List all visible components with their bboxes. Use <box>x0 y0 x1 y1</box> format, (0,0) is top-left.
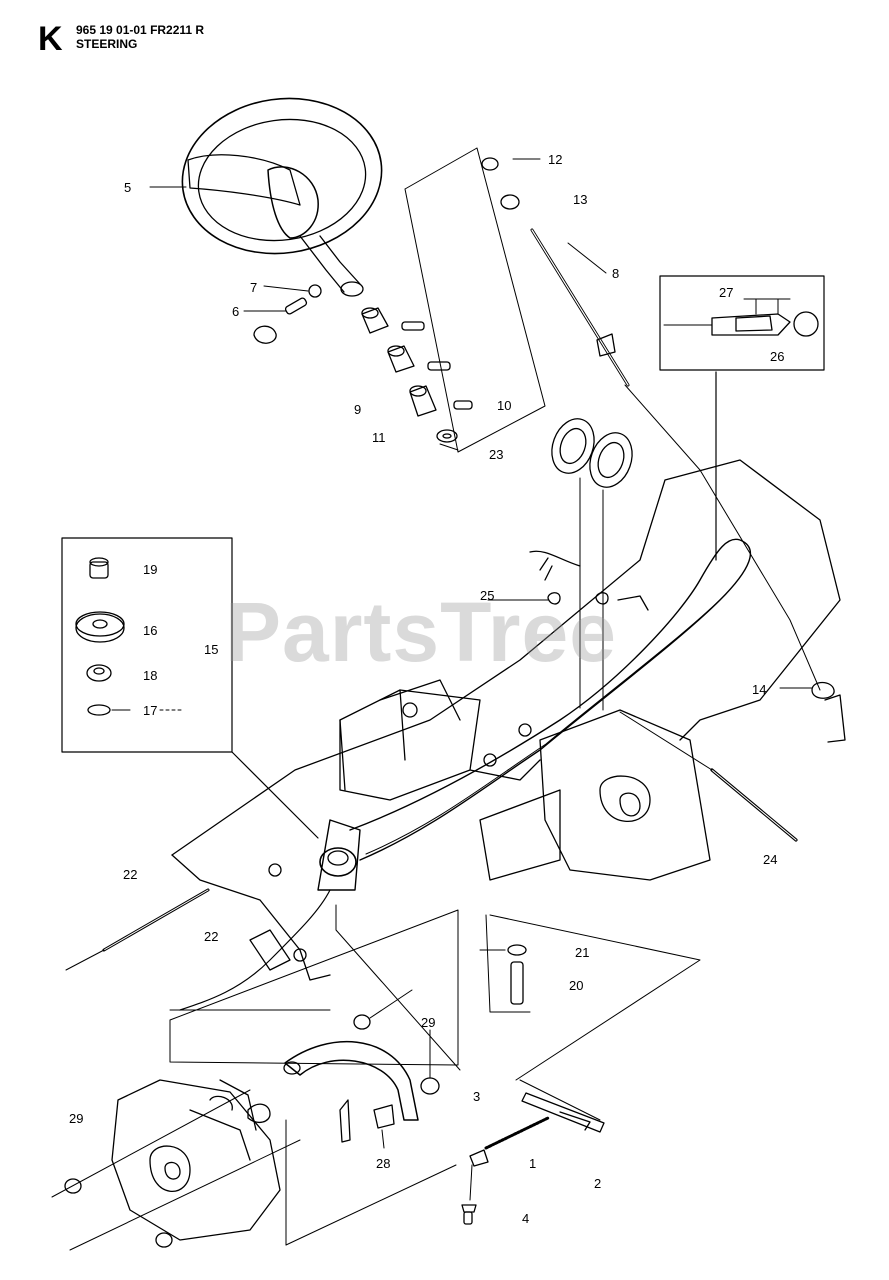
leader-lines <box>479 599 549 951</box>
callout-10[interactable]: 10 <box>497 398 512 413</box>
callout-6[interactable]: 6 <box>232 304 240 319</box>
callout-12[interactable]: 12 <box>548 152 563 167</box>
model-code: 965 19 01-01 FR2211 R <box>76 23 205 37</box>
callout-23[interactable]: 23 <box>489 447 504 462</box>
callout-19[interactable]: 19 <box>143 562 158 577</box>
callout-18[interactable]: 18 <box>143 668 158 683</box>
callout-28[interactable]: 28 <box>376 1156 391 1171</box>
column-hardware <box>243 284 473 451</box>
lower-assembly-box <box>169 904 701 1121</box>
pulleys <box>547 418 633 711</box>
callout-16[interactable]: 16 <box>143 623 158 638</box>
transaxle <box>51 1079 301 1251</box>
callout-22-lower[interactable]: 22 <box>204 929 219 944</box>
callout-14[interactable]: 14 <box>752 682 767 697</box>
callout-15[interactable]: 15 <box>204 642 219 657</box>
inset-cable-end <box>659 275 825 561</box>
callout-13[interactable]: 13 <box>573 192 588 207</box>
callout-5[interactable]: 5 <box>124 180 132 195</box>
callout-7[interactable]: 7 <box>250 280 258 295</box>
callout-25[interactable]: 25 <box>480 588 495 603</box>
section-letter: K <box>38 20 63 58</box>
steering-wheel <box>149 97 383 297</box>
callout-27[interactable]: 27 <box>719 285 734 300</box>
section-title: STEERING <box>76 37 138 51</box>
callout-21[interactable]: 21 <box>575 945 590 960</box>
callout-3[interactable]: 3 <box>473 1089 481 1104</box>
callout-9[interactable]: 9 <box>354 402 362 417</box>
callout-17[interactable]: 17 <box>143 703 158 718</box>
watermark: PartsTree <box>225 585 617 679</box>
callout-26[interactable]: 26 <box>770 349 785 364</box>
callout-4[interactable]: 4 <box>522 1211 530 1226</box>
chassis-frame <box>171 459 846 981</box>
linkage-rod <box>461 1092 605 1225</box>
callout-29-right[interactable]: 29 <box>421 1015 436 1030</box>
callout-2[interactable]: 2 <box>594 1176 602 1191</box>
callout-8[interactable]: 8 <box>612 266 620 281</box>
callout-24[interactable]: 24 <box>763 852 778 867</box>
callout-29-left[interactable]: 29 <box>69 1111 84 1126</box>
inset-mount-kit <box>61 537 319 839</box>
steering-shaft-group <box>404 147 821 691</box>
tie-rods <box>65 681 835 971</box>
callout-20[interactable]: 20 <box>569 978 584 993</box>
callout-22-upper[interactable]: 22 <box>123 867 138 882</box>
callout-11[interactable]: 11 <box>372 430 386 445</box>
callout-1[interactable]: 1 <box>529 1156 537 1171</box>
